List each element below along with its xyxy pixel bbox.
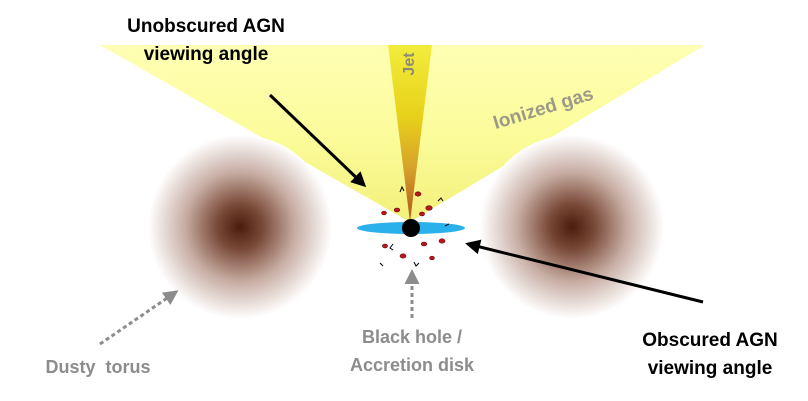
- obscured-label-line1: Obscured AGN: [642, 330, 778, 351]
- jet-label: Jet: [401, 52, 418, 76]
- obscured-arrow: [465, 239, 704, 304]
- obscured-label-line2: viewing angle: [648, 358, 773, 379]
- torus-right: [480, 135, 664, 319]
- black-hole: [402, 219, 420, 237]
- broad-line-clouds: [381, 191, 446, 261]
- unobscured-arrow: [268, 93, 367, 188]
- jet: [388, 45, 432, 222]
- cloud-wisps: [379, 185, 450, 267]
- black-hole-label-line2: Accretion disk: [350, 355, 475, 375]
- torus-arrow: [99, 290, 179, 346]
- torus-left: [148, 135, 332, 319]
- unobscured-label-line1: Unobscured AGN: [127, 16, 285, 37]
- dusty-torus-label: Dusty torus: [45, 357, 150, 377]
- black-hole-label-line1: Black hole /: [362, 327, 462, 347]
- unobscured-label-line2: viewing angle: [144, 44, 269, 65]
